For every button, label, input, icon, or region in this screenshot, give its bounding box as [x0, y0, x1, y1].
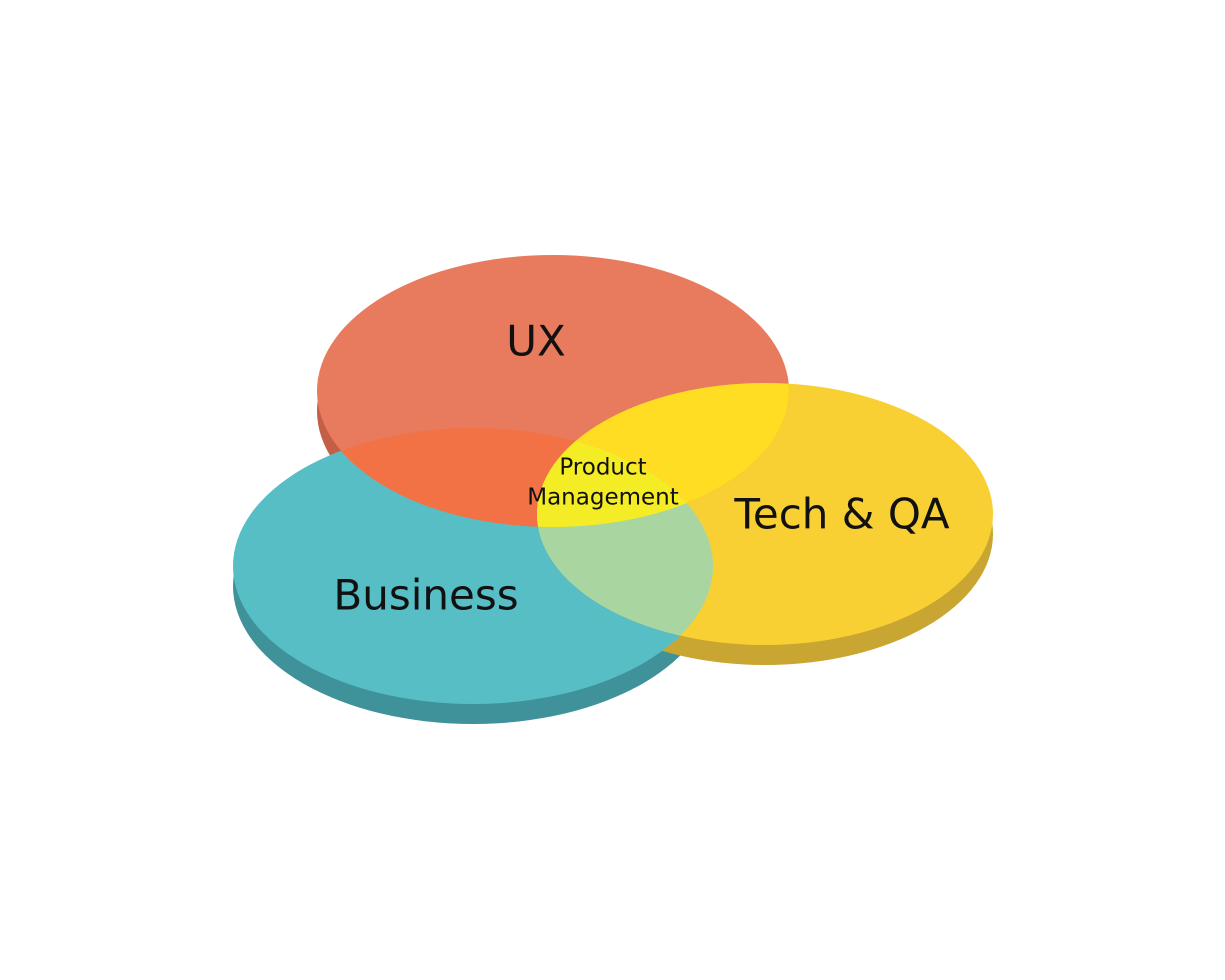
tech-qa-label: Tech & QA [733, 490, 950, 539]
center-label-line2: Management [527, 485, 679, 511]
ux-label: UX [506, 317, 566, 366]
business-label: Business [333, 571, 518, 620]
center-label-line1: Product [559, 455, 646, 481]
